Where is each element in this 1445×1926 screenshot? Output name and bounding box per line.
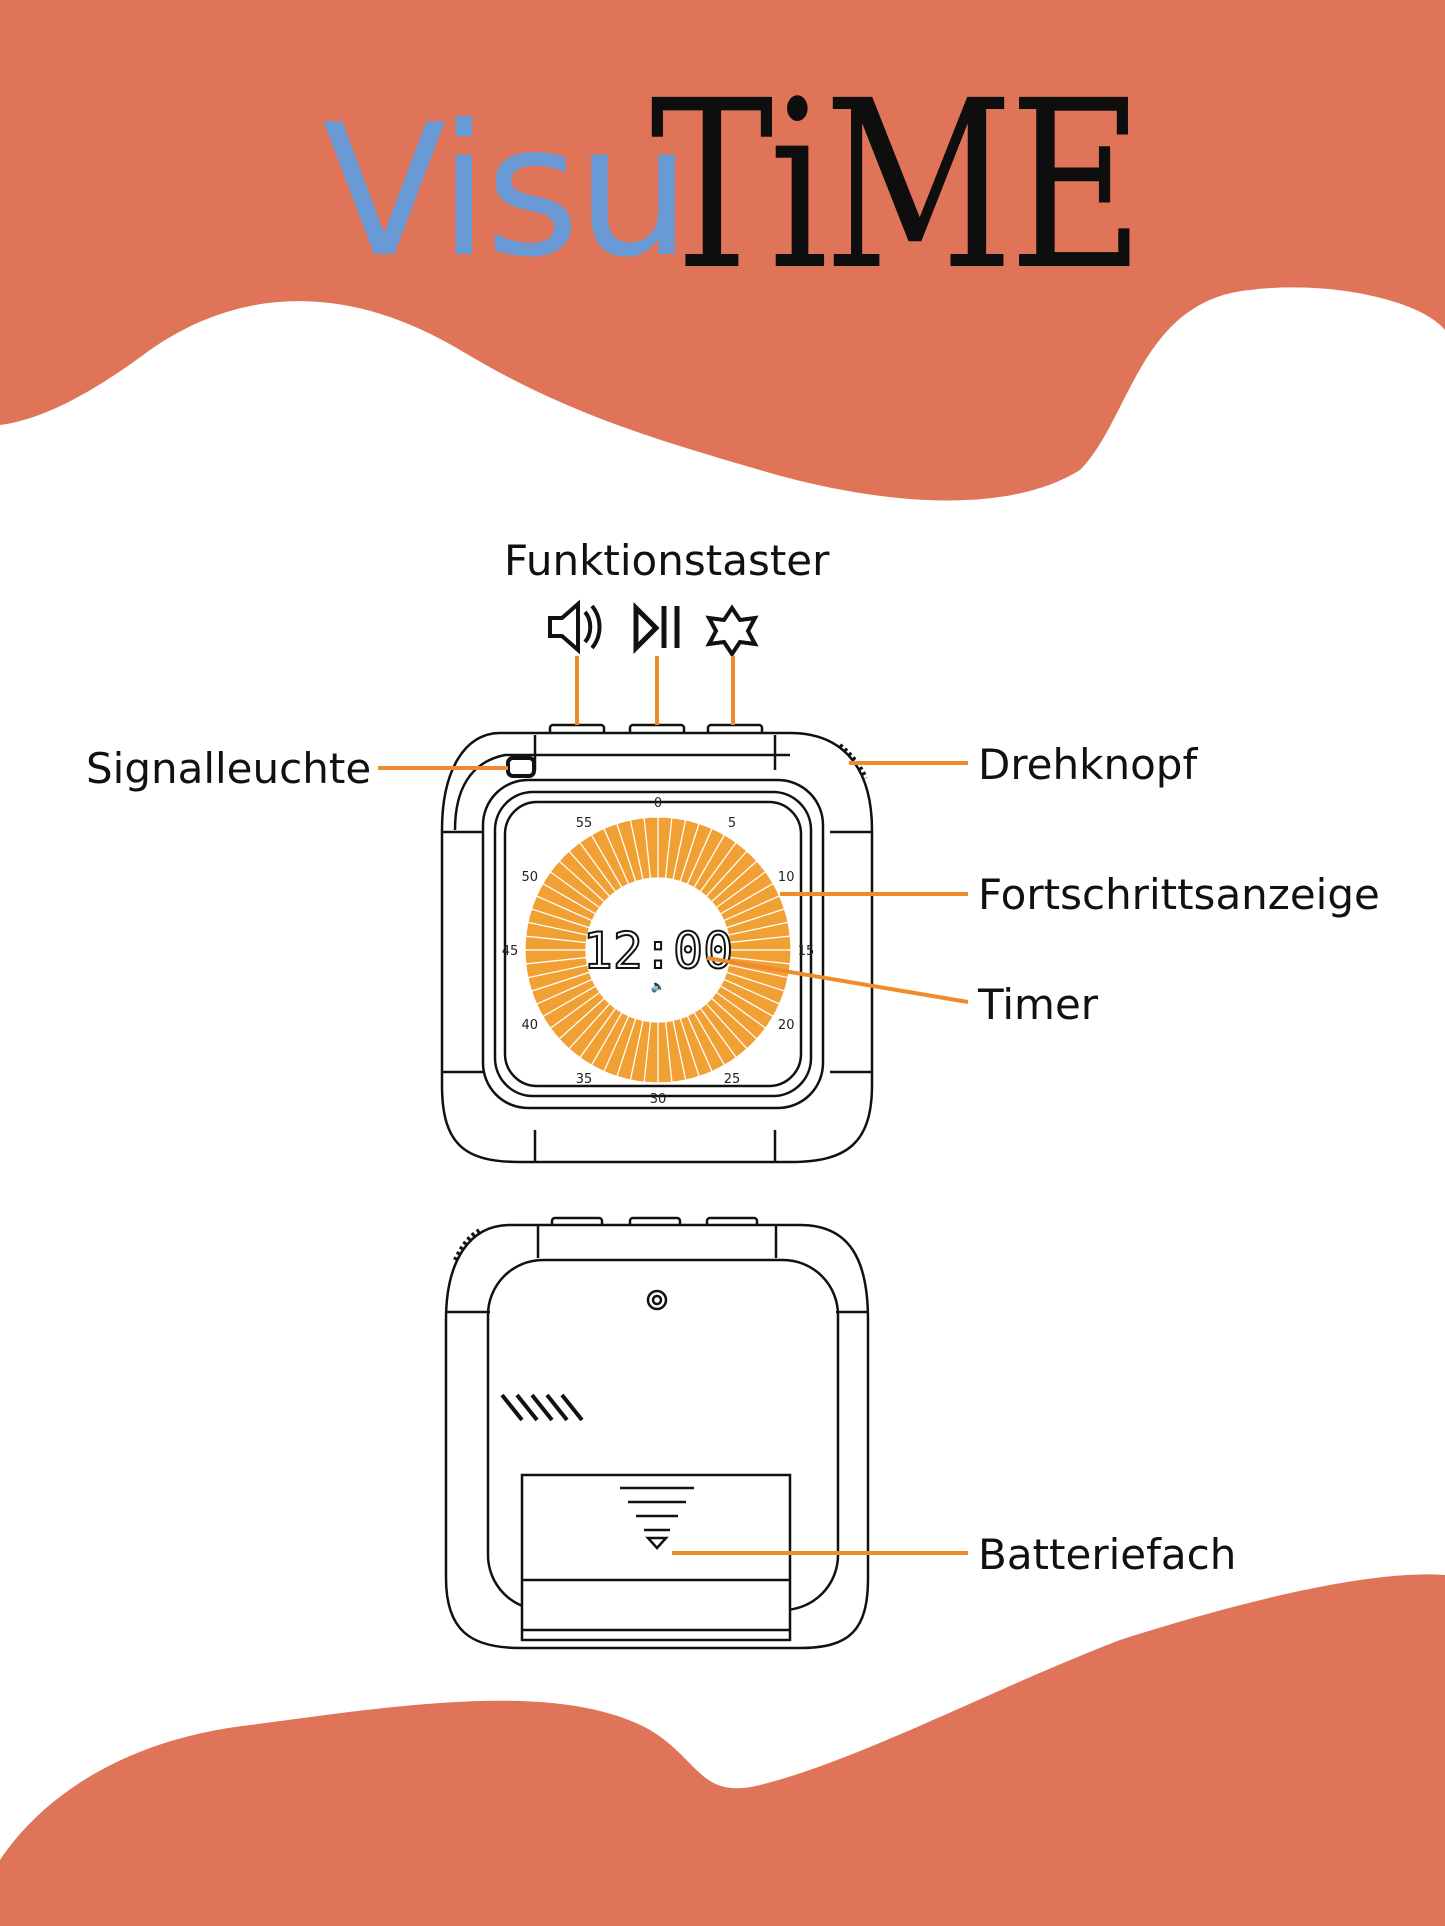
dial-tick-label: 25 [724,1072,741,1087]
timer-display: 12:00 [583,922,734,980]
top-background-wave [0,0,1445,501]
dial-tick-label: 30 [650,1092,667,1107]
label-batteriefach: Batteriefach [978,1530,1237,1579]
label-timer: Timer [978,980,1099,1029]
title-visu: Visu [322,85,691,297]
progress-ring [524,816,792,1084]
star-icon [705,604,759,658]
speaker-vent [500,1393,584,1422]
label-drehknopf: Drehknopf [978,740,1198,789]
dial-tick-label: 0 [654,796,662,811]
speaker-icon [548,599,602,655]
label-fortschrittsanzeige: Fortschrittsanzeige [978,870,1380,919]
leader-lines [378,656,969,1555]
play-pause-icon [633,601,680,655]
bottom-background-wave [0,1574,1445,1926]
dial-tick-label: 10 [778,870,795,885]
timer-sound-icon: 🔈 [651,979,666,993]
dial-tick-label: 55 [576,816,593,831]
dial-tick-label: 5 [728,816,736,831]
device-back [444,1216,870,1650]
rotary-knob[interactable] [838,743,868,779]
label-signalleuchte: Signalleuchte [86,744,372,793]
title-time: TiME [650,51,1144,321]
battery-cover[interactable] [520,1473,792,1642]
label-funktionstaster: Funktionstaster [504,536,830,585]
dial-tick-label: 35 [576,1072,593,1087]
dial-tick-label: 50 [522,870,539,885]
dial-tick-label: 45 [502,944,519,959]
dial-tick-label: 20 [778,1018,795,1033]
dial-tick-label: 40 [522,1018,539,1033]
dial-ticks: 0 5 10 15 20 25 30 35 40 45 50 55 [502,796,815,1107]
dial-tick-label: 15 [798,944,815,959]
